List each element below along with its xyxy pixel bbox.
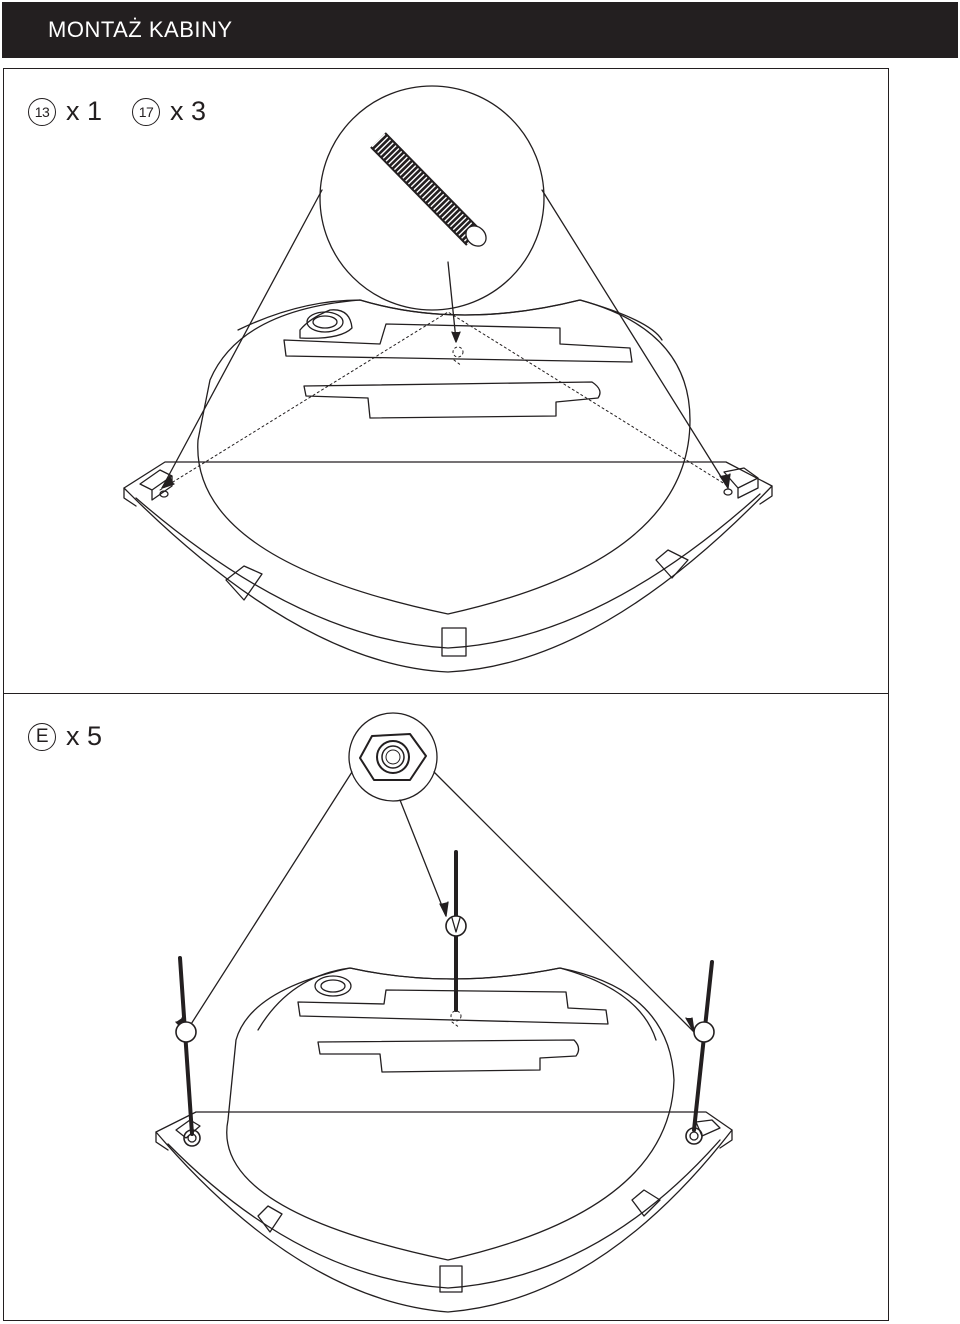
- tray-frame-inner: [167, 1139, 721, 1289]
- part-quantity: x 1: [66, 96, 103, 126]
- step-panel-2: [3, 693, 889, 1321]
- parts-list-step-2: E x 5: [28, 721, 132, 752]
- drain-hole: [314, 975, 352, 997]
- frame-tab: [631, 1189, 661, 1217]
- tray-frame-outer: [155, 1111, 733, 1313]
- nut-on-rod: [175, 1021, 197, 1043]
- frame-tab: [225, 565, 263, 601]
- hex-nut: [359, 733, 427, 781]
- tray-bowl-rim: [237, 299, 663, 341]
- frame-tab: [257, 1205, 283, 1233]
- part-number-badge: 13: [28, 97, 56, 126]
- frame-tab: [655, 549, 689, 579]
- bottom-rib: [303, 381, 601, 419]
- bottom-rib: [317, 1039, 580, 1073]
- bottom-rib: [297, 989, 609, 1025]
- frame-tab: [439, 1265, 463, 1293]
- corner-block: [723, 467, 759, 499]
- part-letter-badge: E: [28, 722, 56, 751]
- pointer-arrow: [447, 261, 457, 341]
- header-bar: MONTAŻ KABINY: [2, 2, 958, 58]
- tray-frame-outer: [123, 461, 773, 673]
- part-number-badge: 17: [132, 97, 161, 126]
- nut-on-rod: [693, 1021, 715, 1043]
- zoom-circle: [319, 85, 545, 311]
- parts-list-step-1: 13 x 1 17 x 3: [28, 96, 236, 127]
- nut-on-rod: [445, 915, 467, 937]
- tray-frame-inner: [135, 493, 761, 649]
- threaded-rod: [178, 850, 714, 1136]
- part-quantity: x 3: [170, 96, 207, 126]
- bottom-rib: [283, 323, 633, 363]
- zoom-circle: [348, 712, 438, 802]
- part-quantity: x 5: [66, 721, 103, 751]
- threaded-rod: [370, 132, 487, 247]
- page-title: MONTAŻ KABINY: [48, 17, 233, 42]
- frame-tab: [441, 627, 467, 657]
